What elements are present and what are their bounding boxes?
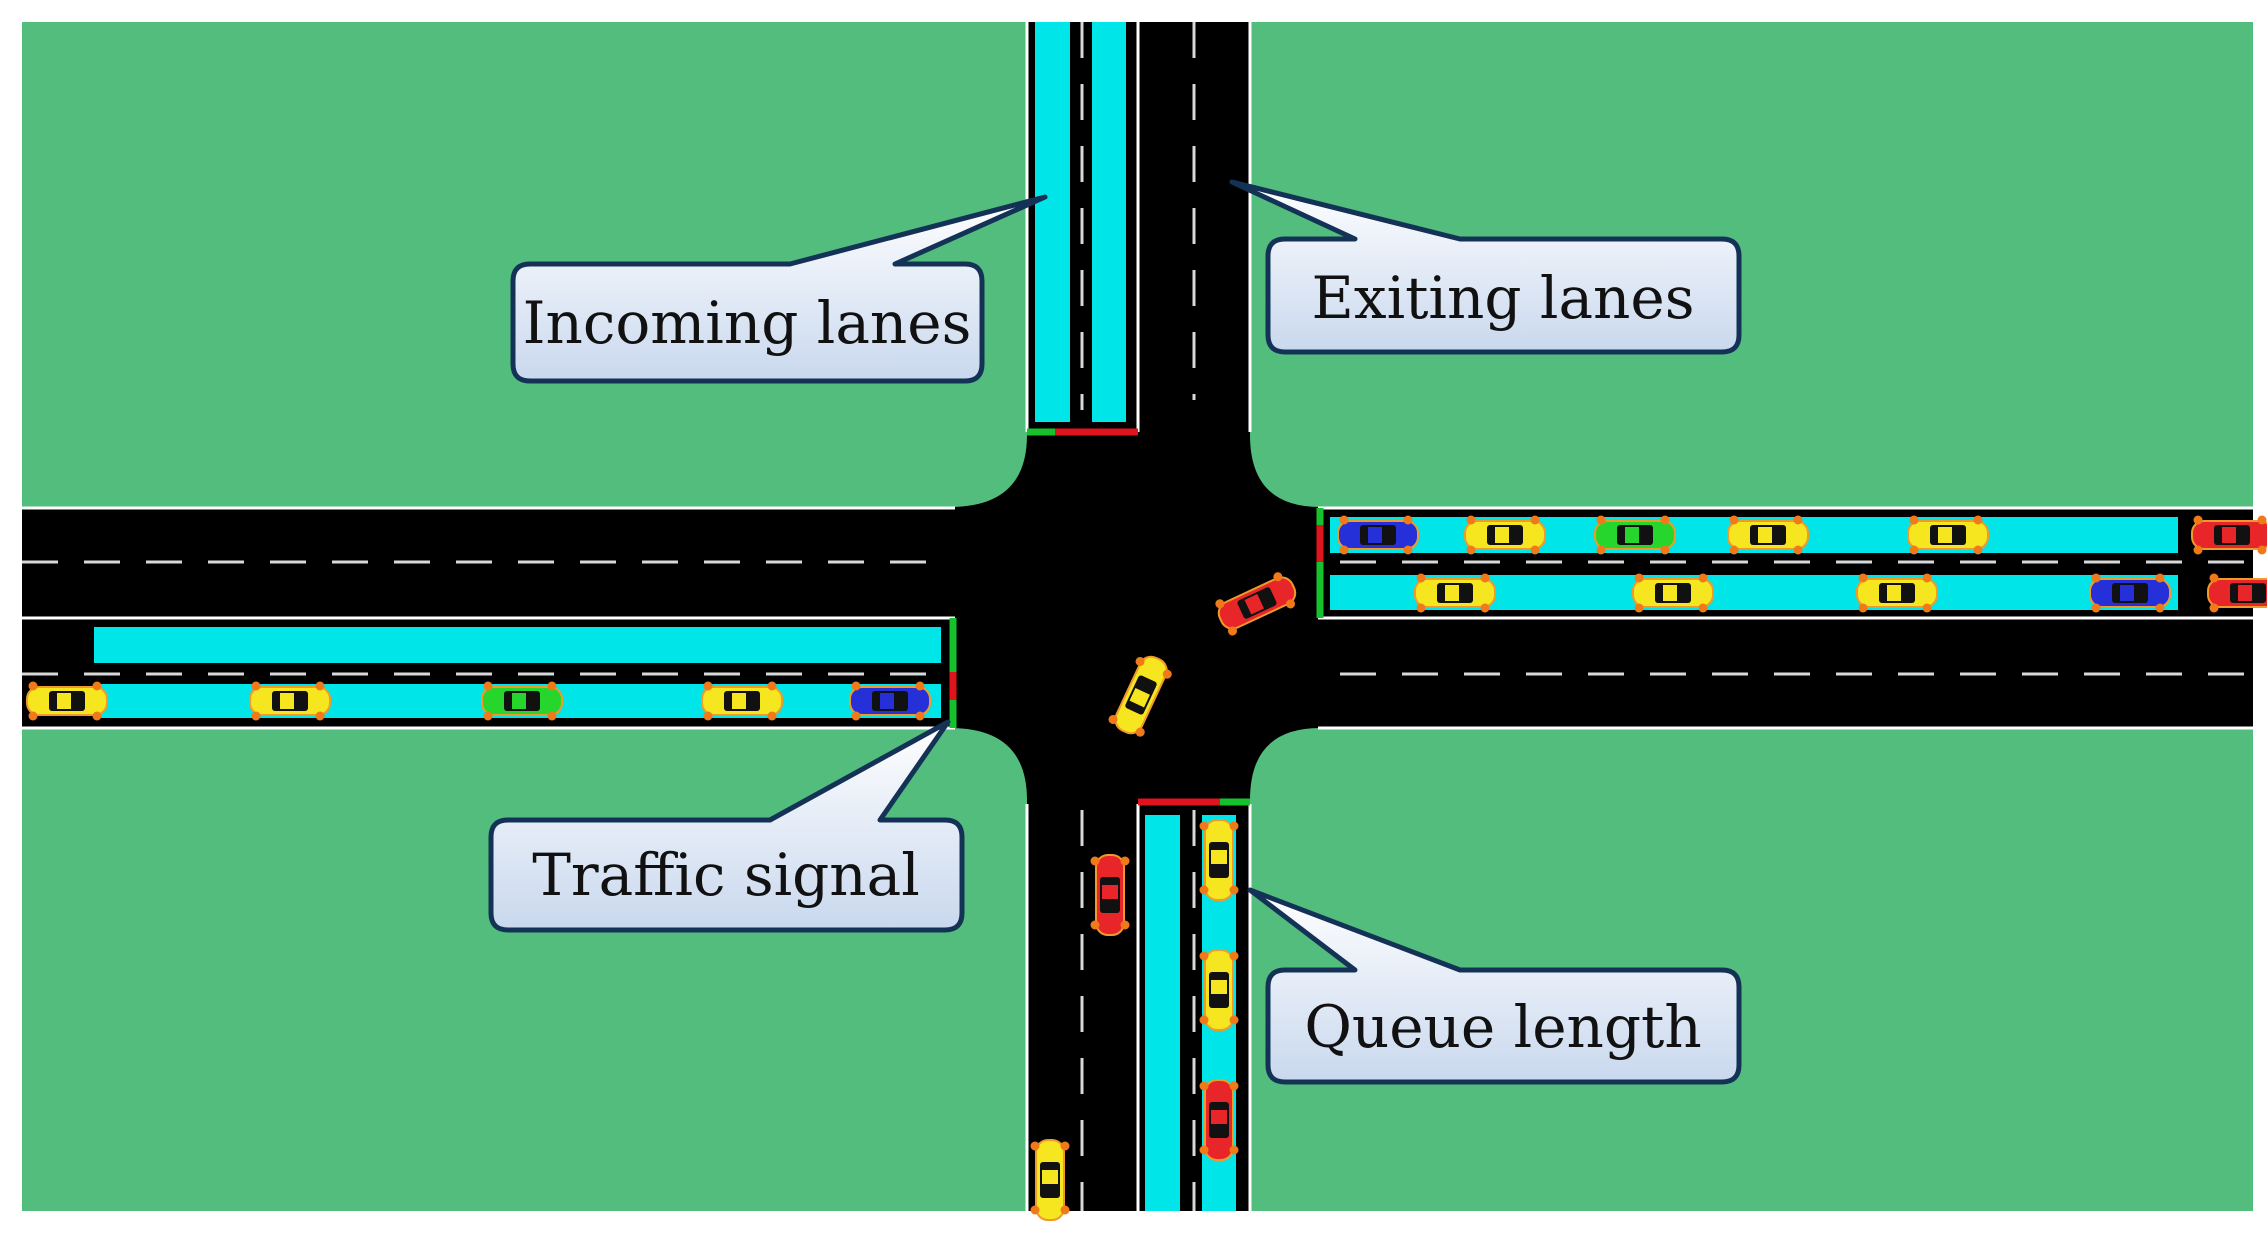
vehicle-green (481, 681, 563, 721)
queue-bar-west-lane-1 (94, 627, 941, 663)
vehicle-yellow (1414, 573, 1496, 613)
vehicle-yellow (1907, 515, 1989, 555)
callout-queue-length-shape (1247, 887, 1742, 1085)
queue-bar-north-lane-1 (1035, 22, 1070, 422)
vehicle-yellow (1464, 515, 1546, 555)
traffic-signals (949, 428, 1324, 806)
road-edges (22, 22, 2253, 1211)
vehicle-yellow (1199, 819, 1239, 901)
vehicle-yellow (1030, 1139, 1070, 1221)
callout-exiting-lanes: Exiting lanes (1229, 179, 1742, 355)
vehicle-red (1090, 854, 1130, 936)
vehicle-yellow (26, 681, 108, 721)
vehicles (26, 515, 2267, 1221)
callout-traffic-signal-text: Traffic signal (532, 841, 920, 909)
vehicle-blue (849, 681, 931, 721)
callout-incoming-lanes: Incoming lanes (510, 194, 1048, 384)
callout-exiting-lanes-text: Exiting lanes (1312, 264, 1695, 332)
callout-queue-length: Queue length (1247, 887, 1742, 1085)
vehicle-red (1199, 1079, 1239, 1161)
vehicle-yellow (1727, 515, 1809, 555)
vehicle-yellow (1632, 573, 1714, 613)
callout-incoming-lanes-shape (510, 194, 1048, 384)
vehicle-green (1594, 515, 1676, 555)
callout-incoming-lanes-text: Incoming lanes (523, 289, 972, 357)
vehicle-yellow (701, 681, 783, 721)
junction-area (950, 435, 1320, 800)
vehicle-yellow (1108, 655, 1172, 737)
callout-exiting-lanes-shape (1229, 179, 1742, 355)
lane-markings (22, 22, 2253, 1211)
queue-bar-south-lane-1 (1145, 815, 1180, 1211)
callout-traffic-signal: Traffic signal (488, 719, 965, 933)
vehicle-red (2207, 573, 2267, 613)
vehicle-yellow (1199, 949, 1239, 1031)
vehicle-yellow (249, 681, 331, 721)
queue-bar-north-lane-2 (1092, 22, 1126, 422)
vehicle-yellow (1856, 573, 1938, 613)
vehicle-blue (2089, 573, 2171, 613)
vehicle-red (1215, 572, 1297, 636)
callout-queue-length-text: Queue length (1304, 993, 1701, 1061)
vehicle-red (2191, 515, 2267, 555)
vehicle-blue (1337, 515, 1419, 555)
callout-traffic-signal-shape (488, 719, 965, 933)
